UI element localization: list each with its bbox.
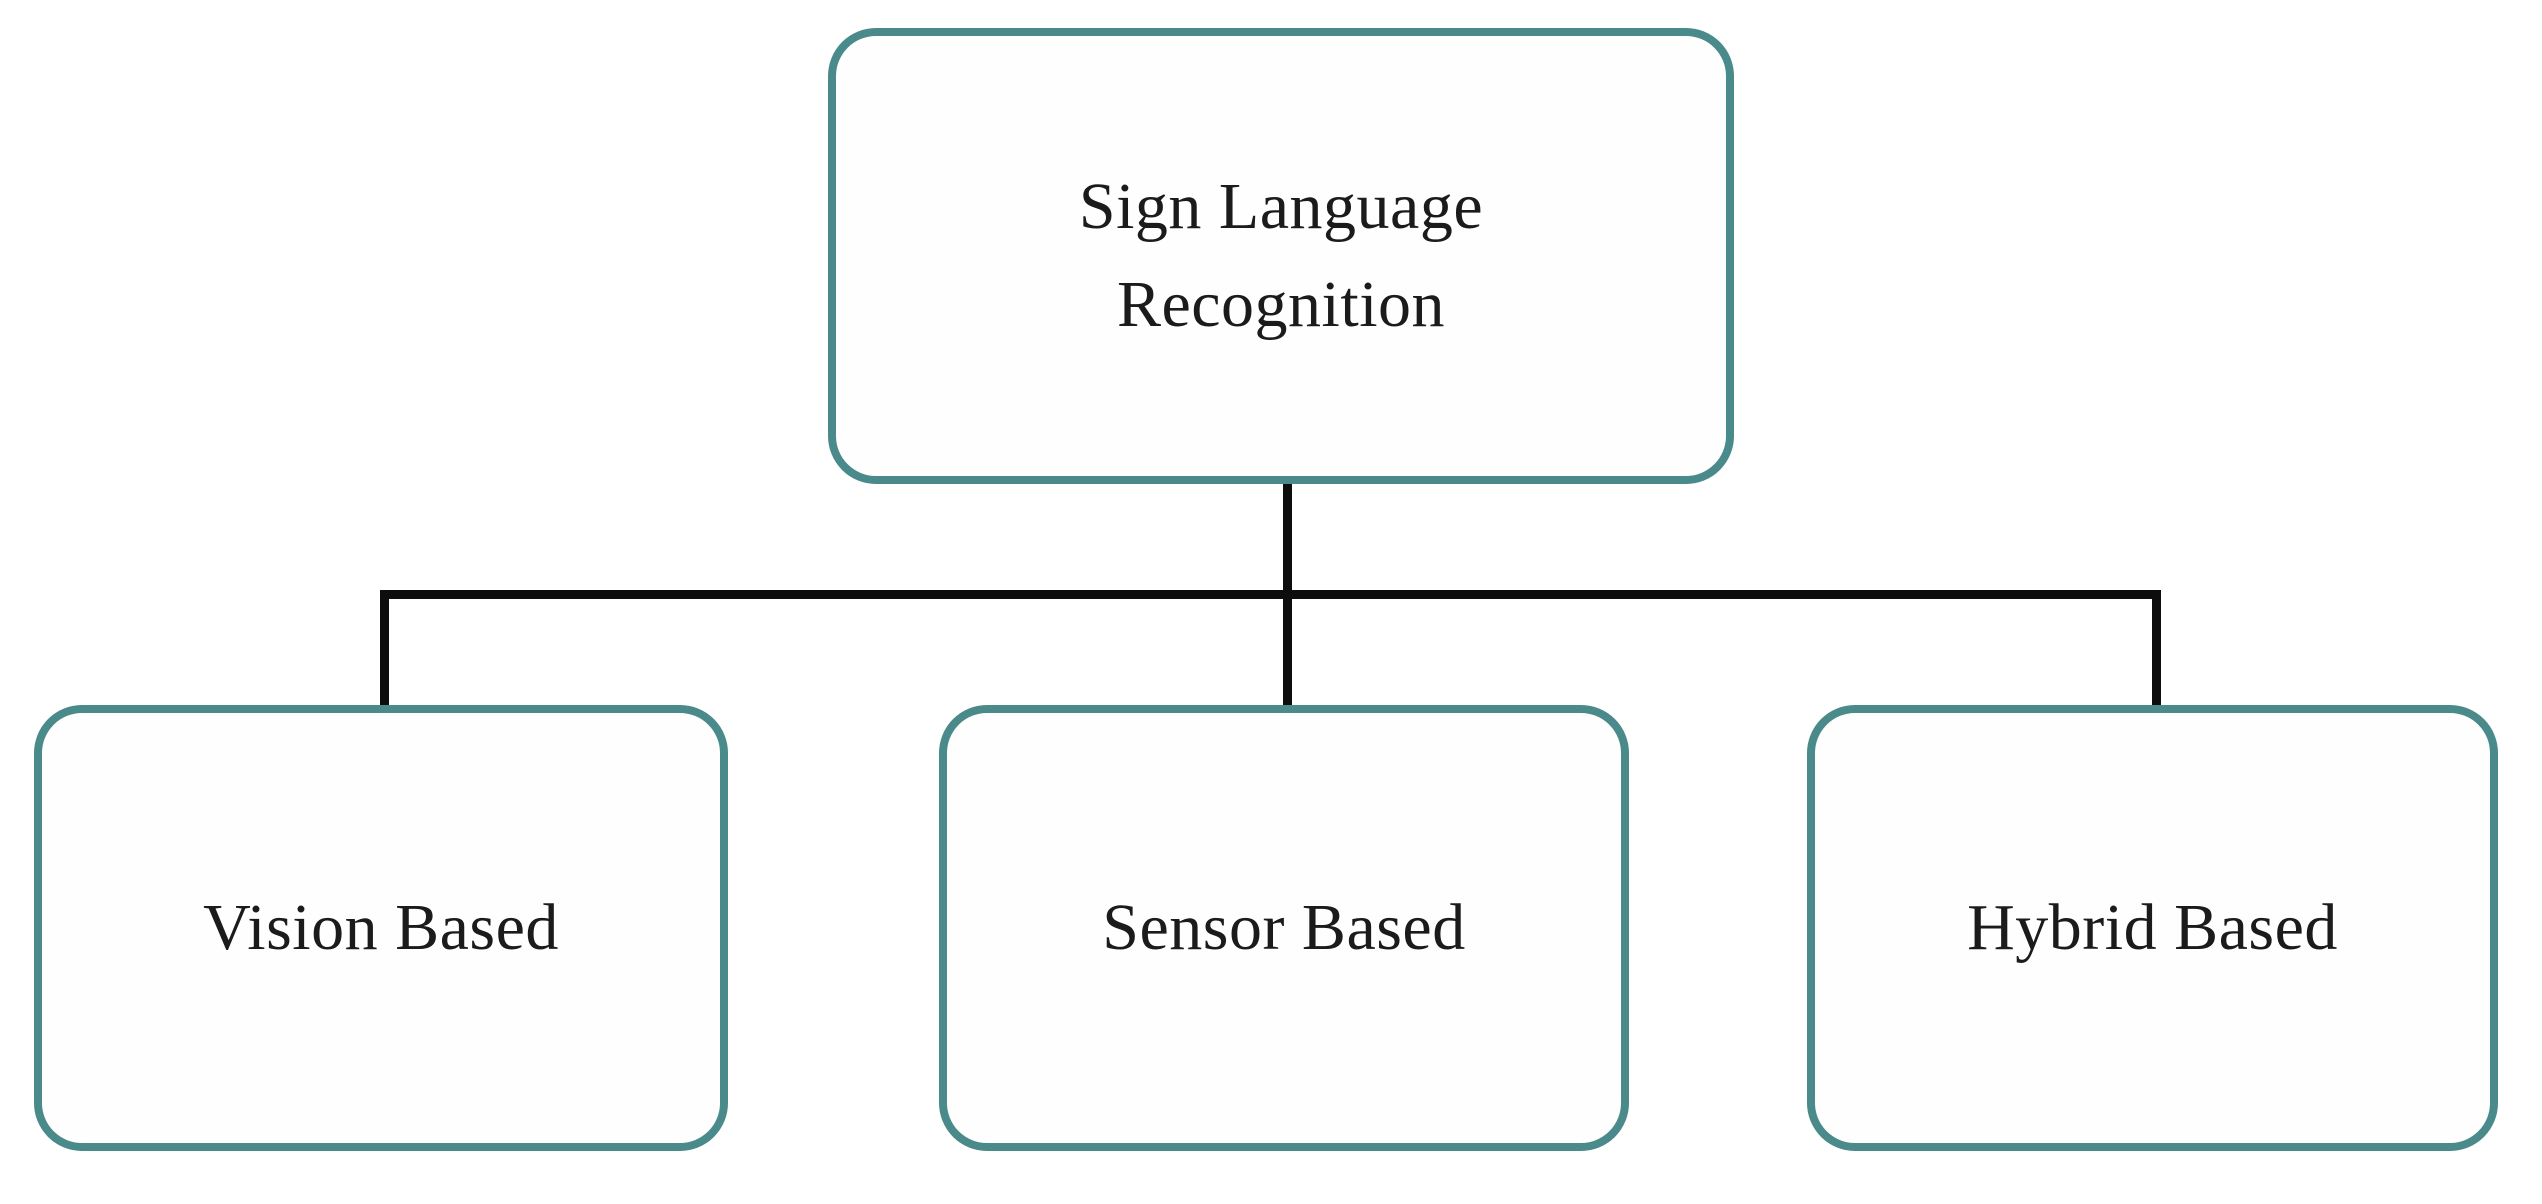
connector-drop-sensor — [1283, 590, 1292, 712]
connector-drop-vision — [380, 590, 389, 712]
node-vision-based[interactable]: Vision Based — [34, 705, 728, 1151]
node-label-vision-based: Vision Based — [203, 891, 559, 965]
node-label-hybrid-based: Hybrid Based — [1967, 891, 2338, 965]
connector-horizontal-bus — [380, 590, 2161, 599]
node-label-sensor-based: Sensor Based — [1102, 891, 1466, 965]
node-sensor-based[interactable]: Sensor Based — [939, 705, 1629, 1151]
connector-root-trunk — [1283, 480, 1292, 598]
node-label-root: Sign Language Recognition — [1078, 170, 1484, 341]
node-hybrid-based[interactable]: Hybrid Based — [1807, 705, 2498, 1151]
connector-drop-hybrid — [2152, 590, 2161, 712]
node-sign-language-recognition[interactable]: Sign Language Recognition — [828, 28, 1734, 484]
